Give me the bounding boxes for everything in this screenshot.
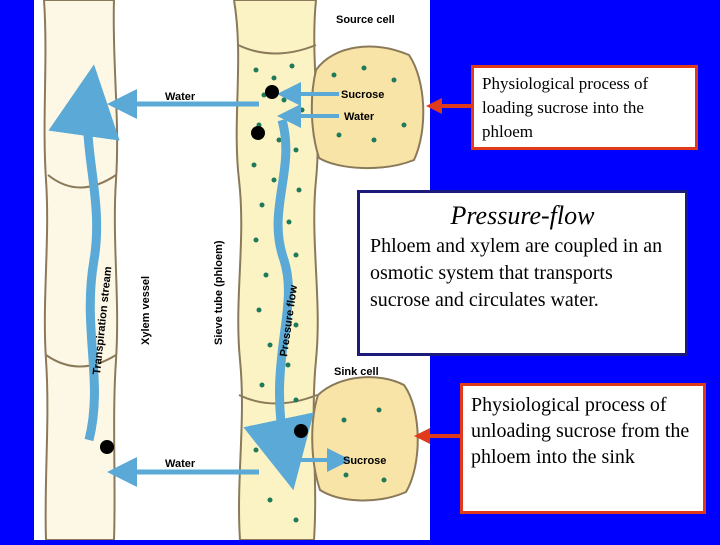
source-cell-label: Source cell [336,14,395,26]
sucrose-label-top: Sucrose [341,89,384,101]
step-3-marker: 3 [294,424,308,438]
source-cell [310,45,425,170]
unloading-arrowhead [414,428,430,444]
water-label-bottom: Water [165,458,196,470]
loading-callout: Physiological process of loading sucrose… [471,65,698,150]
svg-text:4: 4 [104,443,110,454]
water-label-right: Water [344,111,375,123]
water-label-top: Water [165,91,196,103]
svg-text:3: 3 [298,427,304,438]
svg-text:2: 2 [255,129,261,140]
pressure-flow-arrow [243,118,314,491]
step-4-marker: 4 [100,440,114,454]
loading-arrowhead [426,98,442,114]
svg-text:1: 1 [269,88,275,99]
sieve-tube-label: Sieve tube (phloem) [213,240,225,345]
unloading-callout: Physiological process of unloading sucro… [460,383,706,514]
pressure-flow-title: Pressure-flow [450,201,595,230]
xylem-vessel-label: Xylem vessel [140,276,152,345]
step-2-marker: 2 [251,126,265,140]
step-1-marker: 1 [265,85,279,99]
sink-cell-label: Sink cell [334,366,379,378]
pressure-flow-box: Pressure-flow Phloem and xylem are coupl… [357,190,688,356]
sucrose-label-bottom: Sucrose [343,455,386,467]
pressure-flow-body: Phloem and xylem are coupled in an osmot… [370,235,663,311]
transpiration-stream-arrow [48,64,120,442]
